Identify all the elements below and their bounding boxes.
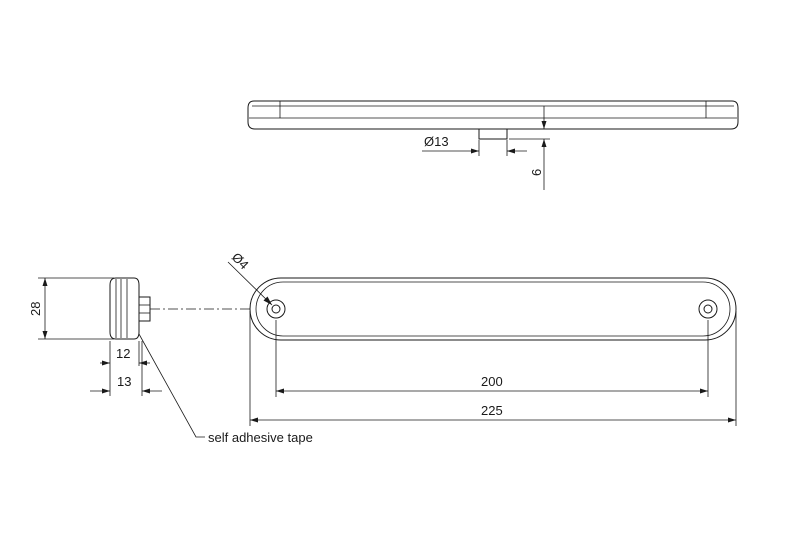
tape-label: self adhesive tape	[208, 430, 313, 445]
tape-leader-line	[138, 333, 205, 438]
label-depth-12: 12	[116, 346, 130, 361]
dim-arrow	[42, 278, 48, 286]
dim-arrow	[276, 388, 284, 394]
dim-arrow	[263, 296, 272, 305]
top-view: Ø13 6	[247, 100, 739, 190]
label-height-28: 28	[28, 302, 43, 316]
dim-arrow	[250, 417, 258, 423]
dim-arrow	[728, 417, 736, 423]
dim-arrow	[142, 388, 150, 394]
mounting-hole-left	[266, 299, 286, 319]
mounting-hole-right-inner	[703, 304, 713, 314]
side-view-body	[109, 277, 140, 340]
dim-arrow	[102, 360, 110, 366]
dim-arrow	[102, 388, 110, 394]
dim-arrow	[541, 121, 547, 129]
top-view-outline	[247, 100, 739, 130]
label-diameter-4: Ø4	[229, 250, 252, 273]
label-length-225: 225	[481, 403, 503, 418]
label-depth-13: 13	[117, 374, 131, 389]
dim-arrow	[471, 148, 479, 154]
dim-arrow	[541, 139, 547, 147]
dim-arrow	[507, 148, 515, 154]
side-view-boss	[138, 296, 151, 322]
dim-arrow	[139, 360, 147, 366]
front-view-inner-outline	[255, 281, 731, 337]
dim-leader-diameter-4	[227, 261, 273, 306]
front-view-outline	[249, 277, 737, 341]
label-spacing-200: 200	[481, 374, 503, 389]
mounting-hole-right	[698, 299, 718, 319]
mounting-boss	[478, 128, 508, 140]
label-diameter-13: Ø13	[424, 134, 449, 149]
front-view: Ø4 200 225	[227, 250, 737, 426]
dim-arrow	[700, 388, 708, 394]
mounting-hole-left-inner	[271, 304, 281, 314]
label-height-6: 6	[529, 169, 544, 176]
dim-arrow	[42, 331, 48, 339]
side-view: 28 12 13 self adhesive tape	[28, 277, 313, 445]
